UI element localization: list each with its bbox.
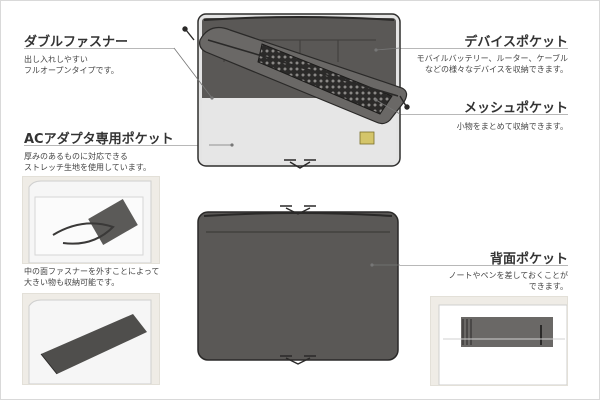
ac-adapter-photo bbox=[22, 176, 160, 264]
device-pocket-rule bbox=[400, 48, 568, 49]
mesh-pocket-title: メッシュポケット bbox=[463, 101, 568, 116]
device-pocket-desc: モバイルバッテリー、ルーター、ケーブル などの様々なデバイスを収納できます。 bbox=[416, 54, 568, 74]
brand-tag-icon bbox=[359, 131, 375, 145]
zipper-pull-icon bbox=[182, 26, 410, 110]
mesh-pocket-desc: 小物をまとめて収納できます。 bbox=[456, 122, 568, 131]
inner-zipper-note: 中の面ファスナーを外すことによって 大きい物も収納可能です。 bbox=[24, 267, 160, 287]
back-view-top-pull bbox=[280, 205, 316, 215]
back-pocket-rule bbox=[400, 265, 568, 266]
back-view-shell bbox=[197, 211, 399, 361]
large-item-photo bbox=[22, 293, 160, 385]
ac-adapter-pocket-rule bbox=[24, 145, 209, 146]
back-pocket-desc: ノートやペンを差しておくことが できます。 bbox=[448, 271, 568, 291]
device-pocket-title: デバイスポケット bbox=[464, 35, 568, 50]
sleeve-top-zipper bbox=[203, 16, 395, 21]
callout-leaders bbox=[173, 47, 401, 267]
ac-adapter-pocket-desc: 厚みのあるものに対応できる ストレッチ生地を使用しています。 bbox=[24, 152, 151, 172]
bottom-zipper-pull bbox=[284, 159, 316, 169]
back-view-bottom-pull bbox=[280, 355, 316, 365]
mesh-pocket-panel bbox=[257, 43, 393, 115]
back-pocket-photo bbox=[430, 296, 568, 386]
open-sleeve-front-view bbox=[182, 13, 410, 169]
ac-adapter-pocket-title: ACアダプタ専用ポケット bbox=[24, 132, 174, 147]
sleeve-back-view bbox=[197, 205, 399, 365]
double-zipper-title: ダブルファスナー bbox=[24, 35, 129, 50]
double-zipper-desc: 出し入れしやすい フルオープンタイプです。 bbox=[24, 55, 119, 75]
back-pocket-title: 背面ポケット bbox=[489, 252, 568, 267]
mesh-pocket-rule bbox=[400, 114, 568, 115]
double-zipper-rule bbox=[24, 48, 174, 49]
